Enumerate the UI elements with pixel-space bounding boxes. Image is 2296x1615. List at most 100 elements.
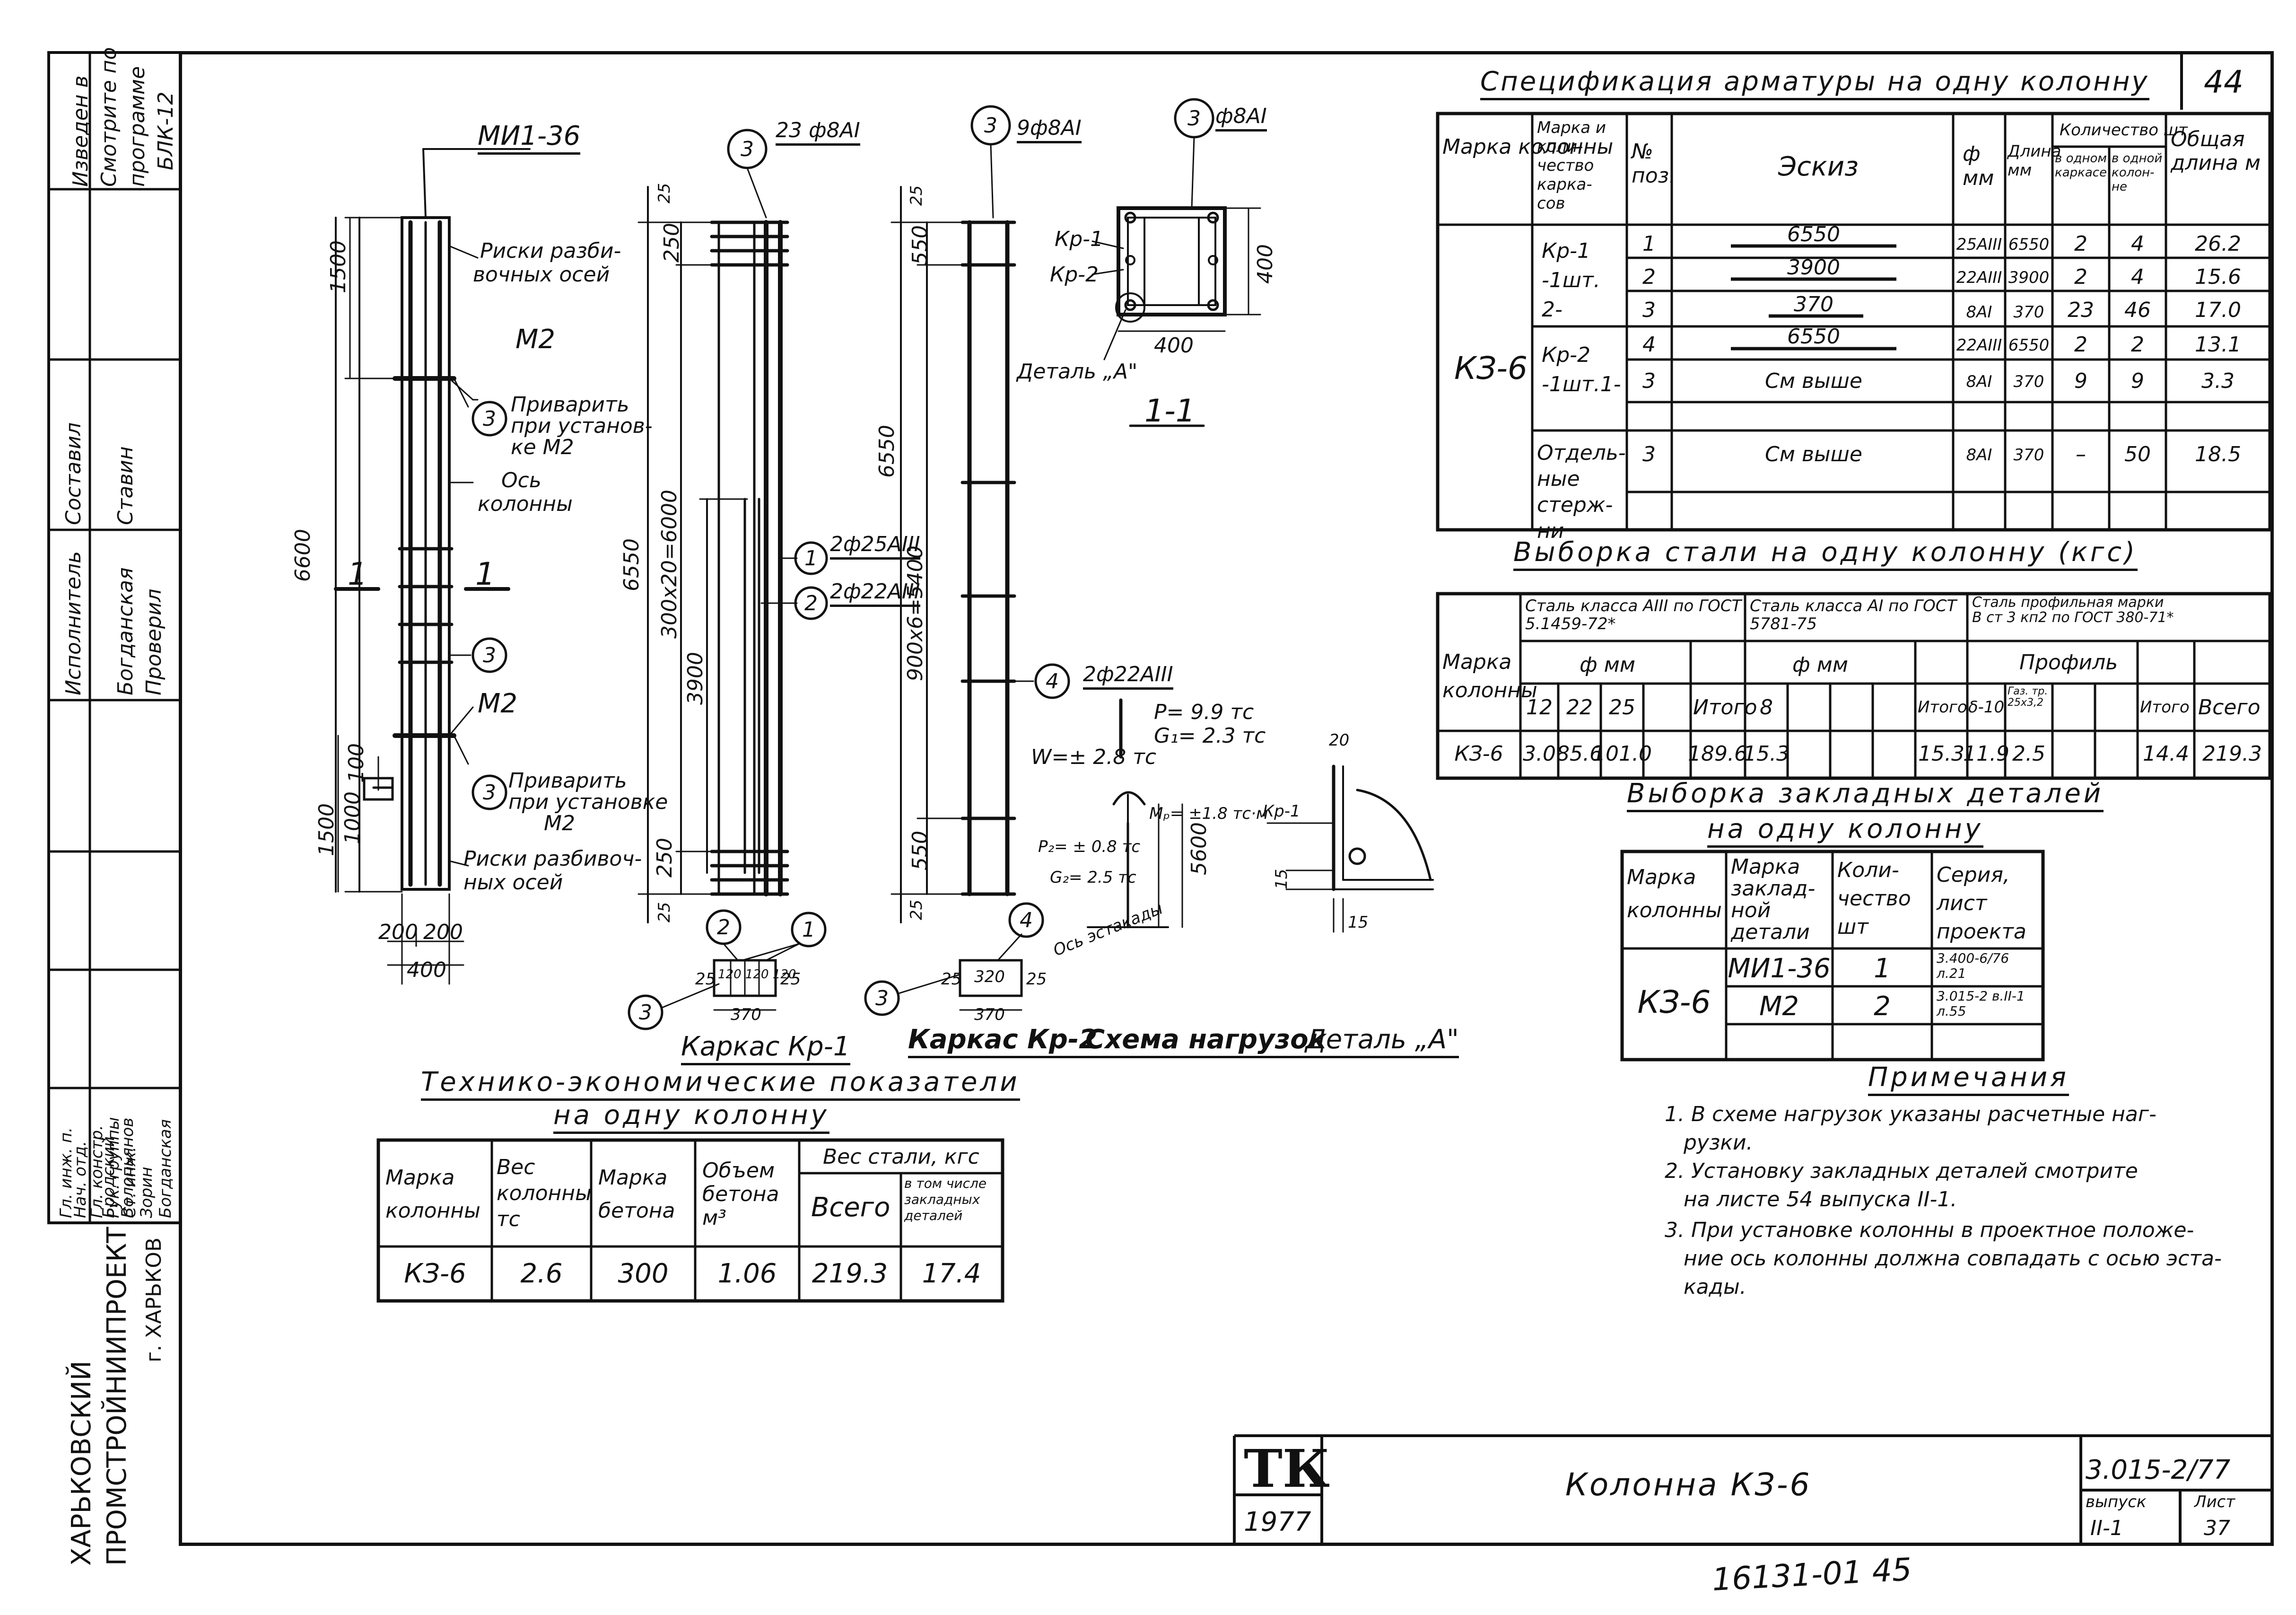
sec11-kr1: Кр-1 xyxy=(1055,227,1104,251)
caption-section-1-1: 1-1 xyxy=(1144,393,1196,429)
kr2-sec-d2: 25 xyxy=(1026,970,1047,989)
kr2-elevation xyxy=(864,105,1070,1016)
spec-cell-sketch: 6550 xyxy=(1787,222,1840,246)
note-weld-b1: Приварить xyxy=(508,769,627,793)
spec-cell-len: 370 xyxy=(2013,446,2044,465)
note-weld-3: ке М2 xyxy=(511,435,574,459)
kr2-top-label: 9ф8АI xyxy=(1017,116,1082,143)
titleblock-list-label: Лист xyxy=(2194,1492,2235,1511)
spec-cell-q2: 4 xyxy=(2131,232,2144,256)
embedded-ser-1: 3.400-6/76 л.21 xyxy=(1937,950,2009,981)
sec11-callout-3: 3 xyxy=(1187,106,1201,131)
steel-h-d22: 22 xyxy=(1566,695,1593,720)
kr1-callout-3: 3 xyxy=(741,137,754,161)
note-axis-1: Ось xyxy=(501,468,541,492)
kr2-sec-d1: 25 xyxy=(941,970,962,989)
steel-cell-itogo2: 15.3 xyxy=(1918,742,1964,766)
spec-cell-q1: – xyxy=(2076,442,2086,466)
steel-cell-12: 3.0 xyxy=(1523,742,1556,766)
tep-title-2: на одну колонну xyxy=(553,1100,829,1134)
steel-h-vsego: Всего xyxy=(2198,695,2261,720)
titleblock-list: 37 xyxy=(2204,1516,2230,1540)
dim-400: 400 xyxy=(407,958,446,982)
tep-cell-all: 219.3 xyxy=(812,1258,888,1289)
spec-cell-q1: 23 xyxy=(2068,298,2094,322)
embedded-h-mark: Марка колонны xyxy=(1627,865,1722,922)
mark-m2-bottom: М2 xyxy=(478,688,517,719)
spec-h-qty2: в одной колон- не xyxy=(2112,151,2163,194)
sec11-dim-400h: 400 xyxy=(1154,334,1194,358)
sec11-kr2: Кр-2 xyxy=(1050,263,1099,287)
spec-group-kr1: Кр-1 -1шт. 2- xyxy=(1542,239,1600,322)
steel-h-d12: 12 xyxy=(1526,695,1553,720)
note-line-3: 2. Установку закладных деталей смотрите xyxy=(1665,1159,2138,1183)
steel-cell-itogo3: 14.4 xyxy=(2143,742,2189,766)
note-line-1: 1. В схеме нагрузок указаны расчетные на… xyxy=(1665,1102,2156,1126)
spec-cell-pos: 4 xyxy=(1642,333,1656,357)
note-weld-b3: М2 xyxy=(544,811,575,835)
spec-title: Спецификация арматуры на одну колонну xyxy=(1480,66,2149,100)
steel-h-phi2: ф мм xyxy=(1792,653,1848,677)
spec-h-phi: ф мм xyxy=(1963,142,1994,190)
spec-cell-q2: 46 xyxy=(2124,298,2151,322)
callout-3b: 3 xyxy=(483,643,496,667)
tep-cell-concrete: 300 xyxy=(618,1258,669,1289)
page-number: 44 xyxy=(2204,64,2244,100)
detail-dim-15b: 15 xyxy=(1348,913,1369,932)
tep-h-embedded: в том числе закладных деталей xyxy=(904,1176,987,1223)
caption-kr2: Каркас Кр-2 xyxy=(908,1024,1098,1058)
spec-cell-q1: 2 xyxy=(2074,333,2087,357)
steel-cell-25: 101.0 xyxy=(1592,742,1652,766)
spec-cell-pos: 3 xyxy=(1642,298,1656,322)
spec-cell-q1: 9 xyxy=(2074,369,2087,393)
spec-cell-phi: 25АIII xyxy=(1956,235,2002,254)
tep-h-all: Всего xyxy=(811,1192,890,1223)
tep-title-1: Технико-экономические показатели xyxy=(421,1067,1020,1101)
spec-cell-q2: 4 xyxy=(2131,265,2144,289)
steel-h-a1: Сталь класса АI по ГОСТ 5781-75 xyxy=(1750,597,1957,633)
spec-cell-pos: 3 xyxy=(1642,442,1656,466)
callout-3c: 3 xyxy=(483,781,496,805)
tep-cell-volume: 1.06 xyxy=(717,1258,777,1289)
embedded-det-1: МИ1-36 xyxy=(1728,953,1831,984)
note-riski-2: вочных осей xyxy=(473,263,610,287)
spec-cell-sketch: См выше xyxy=(1765,442,1862,466)
kr1-callout-2: 2 xyxy=(804,591,818,615)
embedded-ser-2: 3.015-2 в.II-1 л.55 xyxy=(1937,988,2025,1019)
titleblock-vyp-label: выпуск xyxy=(2086,1492,2147,1511)
note-weld-2: при установ- xyxy=(511,414,653,438)
kr1-sec-inner: 120 120 120 xyxy=(718,967,796,982)
spec-cell-total: 15.6 xyxy=(2195,265,2241,289)
kr1-sec-callout-2: 2 xyxy=(717,915,730,939)
note-axis-2: колонны xyxy=(478,492,573,516)
kr1-sec-callout-3: 3 xyxy=(639,1001,652,1025)
steel-h-itogo2: Итого xyxy=(1918,698,1967,717)
embedded-h-ser: Серия, лист проекта xyxy=(1937,863,2026,944)
steel-cell-8: 15.3 xyxy=(1743,742,1790,766)
kr1-top-label: 23 ф8АI xyxy=(776,118,860,146)
spec-cell-q2: 50 xyxy=(2124,442,2151,466)
steel-cell-total: 219.3 xyxy=(2202,742,2262,766)
section-mark-right: 1 xyxy=(475,556,495,592)
load-scheme xyxy=(1087,698,1183,929)
dim-200a: 200 xyxy=(378,920,418,944)
kr1-bar1-label: 2ф25АIII xyxy=(830,532,920,560)
steel-cell-22: 85.6 xyxy=(1556,742,1603,766)
embedded-h-det: Марка заклад- ной детали xyxy=(1731,855,1816,944)
spec-cell-len: 370 xyxy=(2013,303,2044,322)
spec-h-total: Общая длина м xyxy=(2171,127,2261,175)
steel-title: Выборка стали на одну колонну (кгс) xyxy=(1513,537,2138,571)
tk-logo: ТК xyxy=(1244,1438,1330,1499)
spec-cell-phi: 8АI xyxy=(1966,372,1992,391)
notes-title: Примечания xyxy=(1868,1062,2069,1096)
load-g2: G₂= 2.5 тс xyxy=(1050,868,1136,887)
kr1-callout-1: 1 xyxy=(804,546,818,571)
tep-cell-weight: 2.6 xyxy=(520,1258,563,1289)
section-1-1 xyxy=(1091,98,1261,427)
steel-h-gaz: Газ. тр. 25х3,2 xyxy=(2008,685,2048,709)
